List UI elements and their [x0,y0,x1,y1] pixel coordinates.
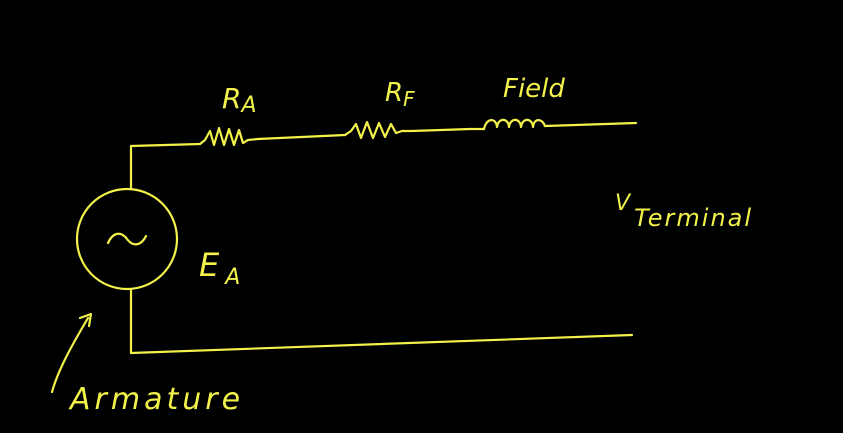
rf-to-field-wire [410,127,486,133]
top-right-wire [543,121,638,128]
v-terminal-main: V [615,191,632,216]
ra-label: RA [222,82,257,118]
ea-label-main: E [199,246,220,284]
rf-label-main: R [385,78,403,108]
middle-wire [256,133,347,141]
armature-arrow [50,316,90,394]
ea-label-sub: A [223,265,240,290]
field-label: Field [503,74,565,104]
top-left-wire [129,142,202,190]
armature-source-circle [75,187,179,291]
resistor-rf [343,120,414,140]
v-terminal-label: VTerminal [615,191,753,232]
bottom-wire [129,333,634,355]
resistor-ra [198,126,260,147]
armature-label: Armature [68,382,244,417]
armature-arrow-head [78,312,93,328]
ra-label-main: R [222,82,241,115]
rf-label-sub: F [403,87,415,111]
field-coil [482,118,547,131]
ra-label-sub: A [239,93,256,118]
ac-source-icon [106,232,148,246]
v-terminal-sub: Terminal [634,204,753,232]
rf-label: RF [385,78,415,111]
